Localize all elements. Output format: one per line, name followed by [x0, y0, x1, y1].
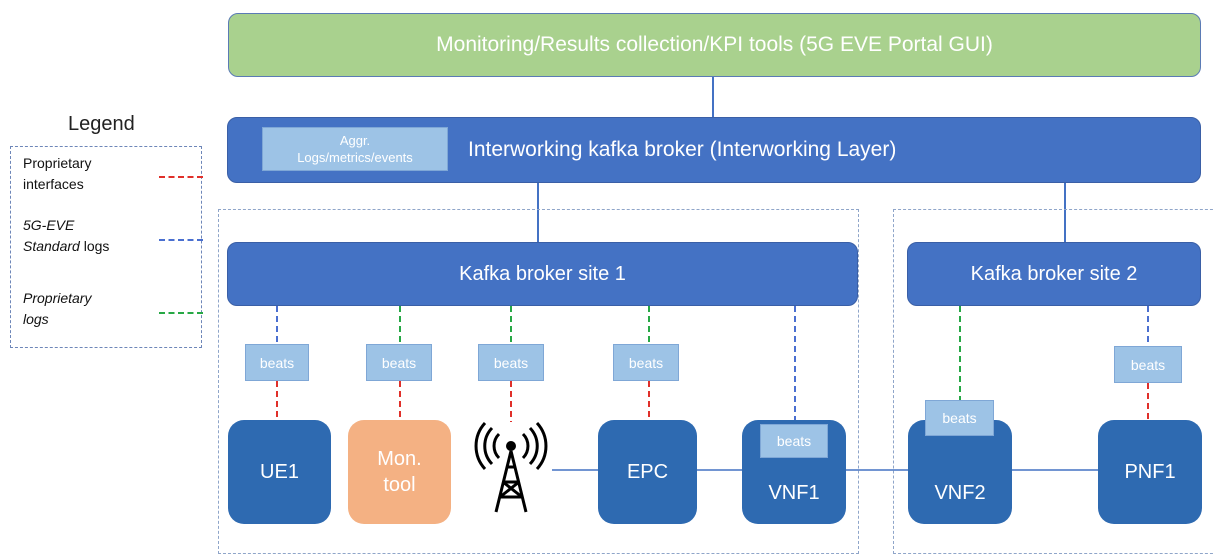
beats-label: beats [776, 433, 812, 449]
node-pnf1-label: PNF1 [1124, 461, 1176, 483]
legend-line-red [159, 176, 203, 178]
beats-pnf1: beats [1114, 346, 1182, 383]
beats-vnf2: beats [925, 400, 994, 436]
node-vnf1-label: VNF1 [768, 482, 820, 504]
legend-item-label: interfaces [23, 176, 84, 192]
beats-ue1: beats [245, 344, 309, 381]
legend-item-label: Proprietary [23, 290, 92, 306]
beats-epc: beats [613, 344, 679, 381]
legend-line-green [159, 312, 203, 314]
legend-item-label: logs [23, 311, 49, 327]
beats-label: beats [628, 354, 664, 371]
legend-box: Proprietary interfaces 5G-EVE Standard l… [10, 146, 203, 348]
node-pnf1: PNF1 [1098, 420, 1202, 524]
node-epc: EPC [598, 420, 697, 524]
node-mon-tool: Mon. tool [348, 420, 451, 524]
beats-label: beats [1130, 356, 1166, 373]
node-epc-label: EPC [626, 461, 669, 483]
legend-item-label: Proprietary [23, 155, 92, 171]
beats-mon-tool: beats [366, 344, 432, 381]
beats-label: beats [942, 410, 977, 426]
aggr-label-line1: Aggr. [339, 133, 371, 148]
node-ue1: UE1 [228, 420, 331, 524]
node-mon-label-line2: tool [383, 474, 416, 496]
node-mon-label-line1: Mon. [377, 448, 422, 470]
legend-item-proprietary-logs: Proprietary logs [23, 288, 91, 330]
beats-vnf1: beats [760, 424, 828, 458]
antenna-icon [470, 422, 552, 518]
beats-label: beats [493, 354, 529, 371]
site2-label: Kafka broker site 2 [970, 262, 1138, 285]
beats-label: beats [259, 354, 295, 371]
node-ue1-label: UE1 [260, 461, 299, 483]
legend-item-label: 5G-EVE [23, 217, 75, 233]
legend-item-label: logs [79, 238, 110, 254]
interworking-broker-label: Interworking kafka broker (Interworking … [468, 138, 897, 161]
kafka-broker-site-1: Kafka broker site 1 [227, 242, 858, 306]
site1-label: Kafka broker site 1 [459, 262, 626, 285]
aggr-logs-box: Aggr. Logs/metrics/events [262, 127, 448, 171]
kafka-broker-site-2: Kafka broker site 2 [907, 242, 1201, 306]
node-vnf2-label: VNF2 [934, 482, 986, 504]
legend-line-blue [159, 239, 203, 241]
node-vnf2: VNF2 [908, 420, 1012, 524]
legend-title: Legend [68, 113, 135, 135]
beats-label: beats [381, 354, 417, 371]
monitoring-portal-label: Monitoring/Results collection/KPI tools … [436, 33, 993, 56]
legend-item-standard-logs: 5G-EVE Standard logs [23, 215, 109, 257]
aggr-label-line2: Logs/metrics/events [297, 150, 413, 165]
beats-antenna: beats [478, 344, 544, 381]
legend-item-proprietary-interfaces: Proprietary interfaces [23, 153, 91, 195]
legend-item-label: Standard [23, 238, 80, 254]
monitoring-portal-bar: Monitoring/Results collection/KPI tools … [228, 13, 1201, 77]
